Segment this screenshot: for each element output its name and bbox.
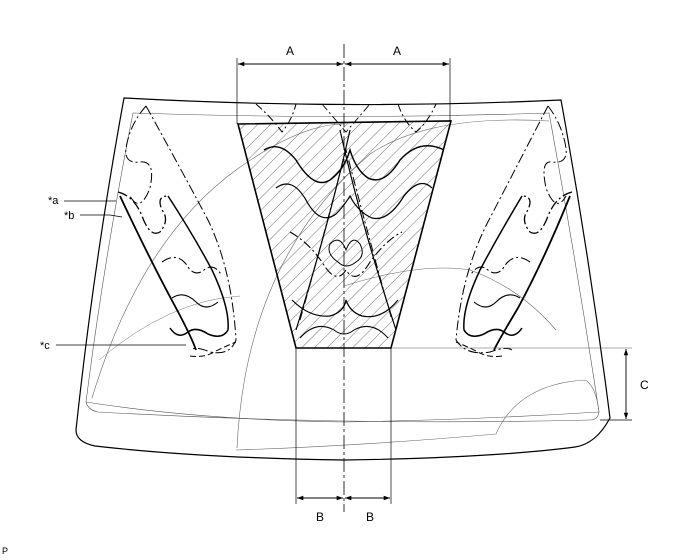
corner-label: P [2, 546, 9, 556]
left-wiper-zone [117, 105, 237, 357]
dim-label-b-left: B [316, 510, 324, 524]
callout-label-c: *c [40, 340, 50, 352]
dim-label-a-left: A [286, 44, 294, 58]
dim-label-b-right: B [366, 510, 374, 524]
callout-label-a: *a [48, 195, 59, 207]
dim-label-c: C [640, 378, 649, 392]
windshield-outer-outline [75, 97, 611, 461]
windshield-inner-lower-line [85, 401, 600, 423]
upper-dashdot-left [255, 103, 297, 133]
upper-dashdot-center-v [321, 103, 371, 133]
dim-label-a-right: A [393, 44, 401, 58]
right-wiper-zone [455, 105, 573, 357]
upper-dashdot-right [397, 103, 437, 133]
leader-line-b [80, 214, 123, 218]
body-contour-left-lower [98, 295, 241, 361]
windshield-inner-outline [85, 112, 600, 423]
callout-label-b: *b [64, 210, 74, 222]
body-contour-lower-right [235, 379, 600, 451]
